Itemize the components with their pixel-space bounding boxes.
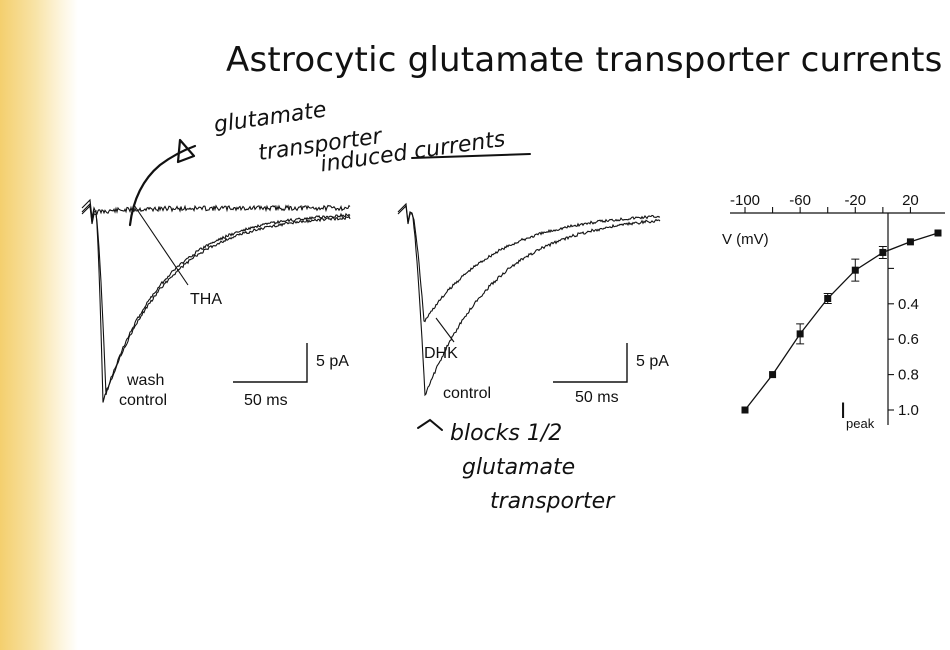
iv-series-line bbox=[744, 232, 939, 411]
pointer-line-dhk bbox=[435, 317, 455, 343]
iv-data-point bbox=[796, 330, 804, 338]
iv-y-tick-label: 1.0 bbox=[898, 402, 919, 419]
iv-y-tick-label: 0.4 bbox=[898, 296, 919, 313]
iv-data-point bbox=[906, 238, 914, 246]
trace-control bbox=[81, 202, 351, 403]
scale-bar-a-x-label: 50 ms bbox=[244, 392, 288, 409]
handwritten-annotations: glutamatetransporterinduced currents blo… bbox=[128, 73, 616, 514]
slide-title: Astrocytic glutamate transporter current… bbox=[226, 40, 943, 80]
iv-data-point bbox=[824, 294, 832, 302]
label-dhk: DHK bbox=[424, 345, 458, 362]
panel-a: THA wash control 5 pA 50 ms bbox=[81, 198, 351, 409]
scale-bar-a-y-label: 5 pA bbox=[316, 353, 349, 370]
annotation-underline bbox=[411, 153, 531, 159]
scale-bar-a bbox=[233, 343, 308, 383]
slide-sidebar-gradient bbox=[0, 0, 78, 650]
iv-y-tick-label: 0.6 bbox=[898, 331, 919, 348]
iv-data-point bbox=[741, 406, 749, 414]
label-tha: THA bbox=[190, 291, 222, 308]
scale-bar-b bbox=[553, 343, 628, 383]
iv-data-point bbox=[769, 371, 777, 379]
label-control-a: control bbox=[119, 392, 167, 409]
iv-plot: -100 -60 -20 20 0.4 0.6 0.8 1.0 V (mV) I peak bbox=[722, 192, 945, 431]
label-control-b: control bbox=[443, 385, 491, 402]
iv-data-point bbox=[851, 266, 859, 274]
iv-y-axis-label-subscript: peak bbox=[846, 416, 875, 431]
iv-series-points bbox=[741, 229, 942, 414]
pointer-line-tha bbox=[133, 204, 189, 286]
iv-x-tick-label: -20 bbox=[844, 192, 866, 209]
iv-x-tick-label: 20 bbox=[902, 192, 919, 209]
iv-y-axis-label: I bbox=[840, 398, 846, 423]
iv-x-ticks: -100 -60 -20 20 bbox=[730, 192, 919, 213]
iv-x-axis-label: V (mV) bbox=[722, 231, 769, 248]
label-wash: wash bbox=[126, 372, 164, 389]
iv-x-tick-label: -60 bbox=[789, 192, 811, 209]
iv-data-point bbox=[879, 248, 887, 256]
trace-tha bbox=[81, 198, 351, 219]
annotation-arrow-curve bbox=[128, 144, 197, 227]
scale-bar-b-y-label: 5 pA bbox=[636, 353, 669, 370]
panel-b: DHK control 5 pA 50 ms bbox=[397, 202, 669, 406]
iv-data-point bbox=[934, 229, 942, 237]
trace-dhk bbox=[397, 202, 661, 323]
annotation-arrowhead bbox=[176, 138, 196, 164]
trace-control-b bbox=[397, 204, 661, 397]
iv-x-tick-label: -100 bbox=[730, 192, 760, 209]
scale-bar-b-x-label: 50 ms bbox=[575, 389, 619, 406]
annotation-note-top: glutamatetransporterinduced currents bbox=[212, 73, 506, 191]
trace-wash bbox=[81, 204, 351, 396]
annotation-arrow-down bbox=[417, 418, 443, 431]
iv-y-tick-label: 0.8 bbox=[898, 367, 919, 384]
iv-y-ticks: 0.4 0.6 0.8 1.0 bbox=[888, 267, 919, 419]
